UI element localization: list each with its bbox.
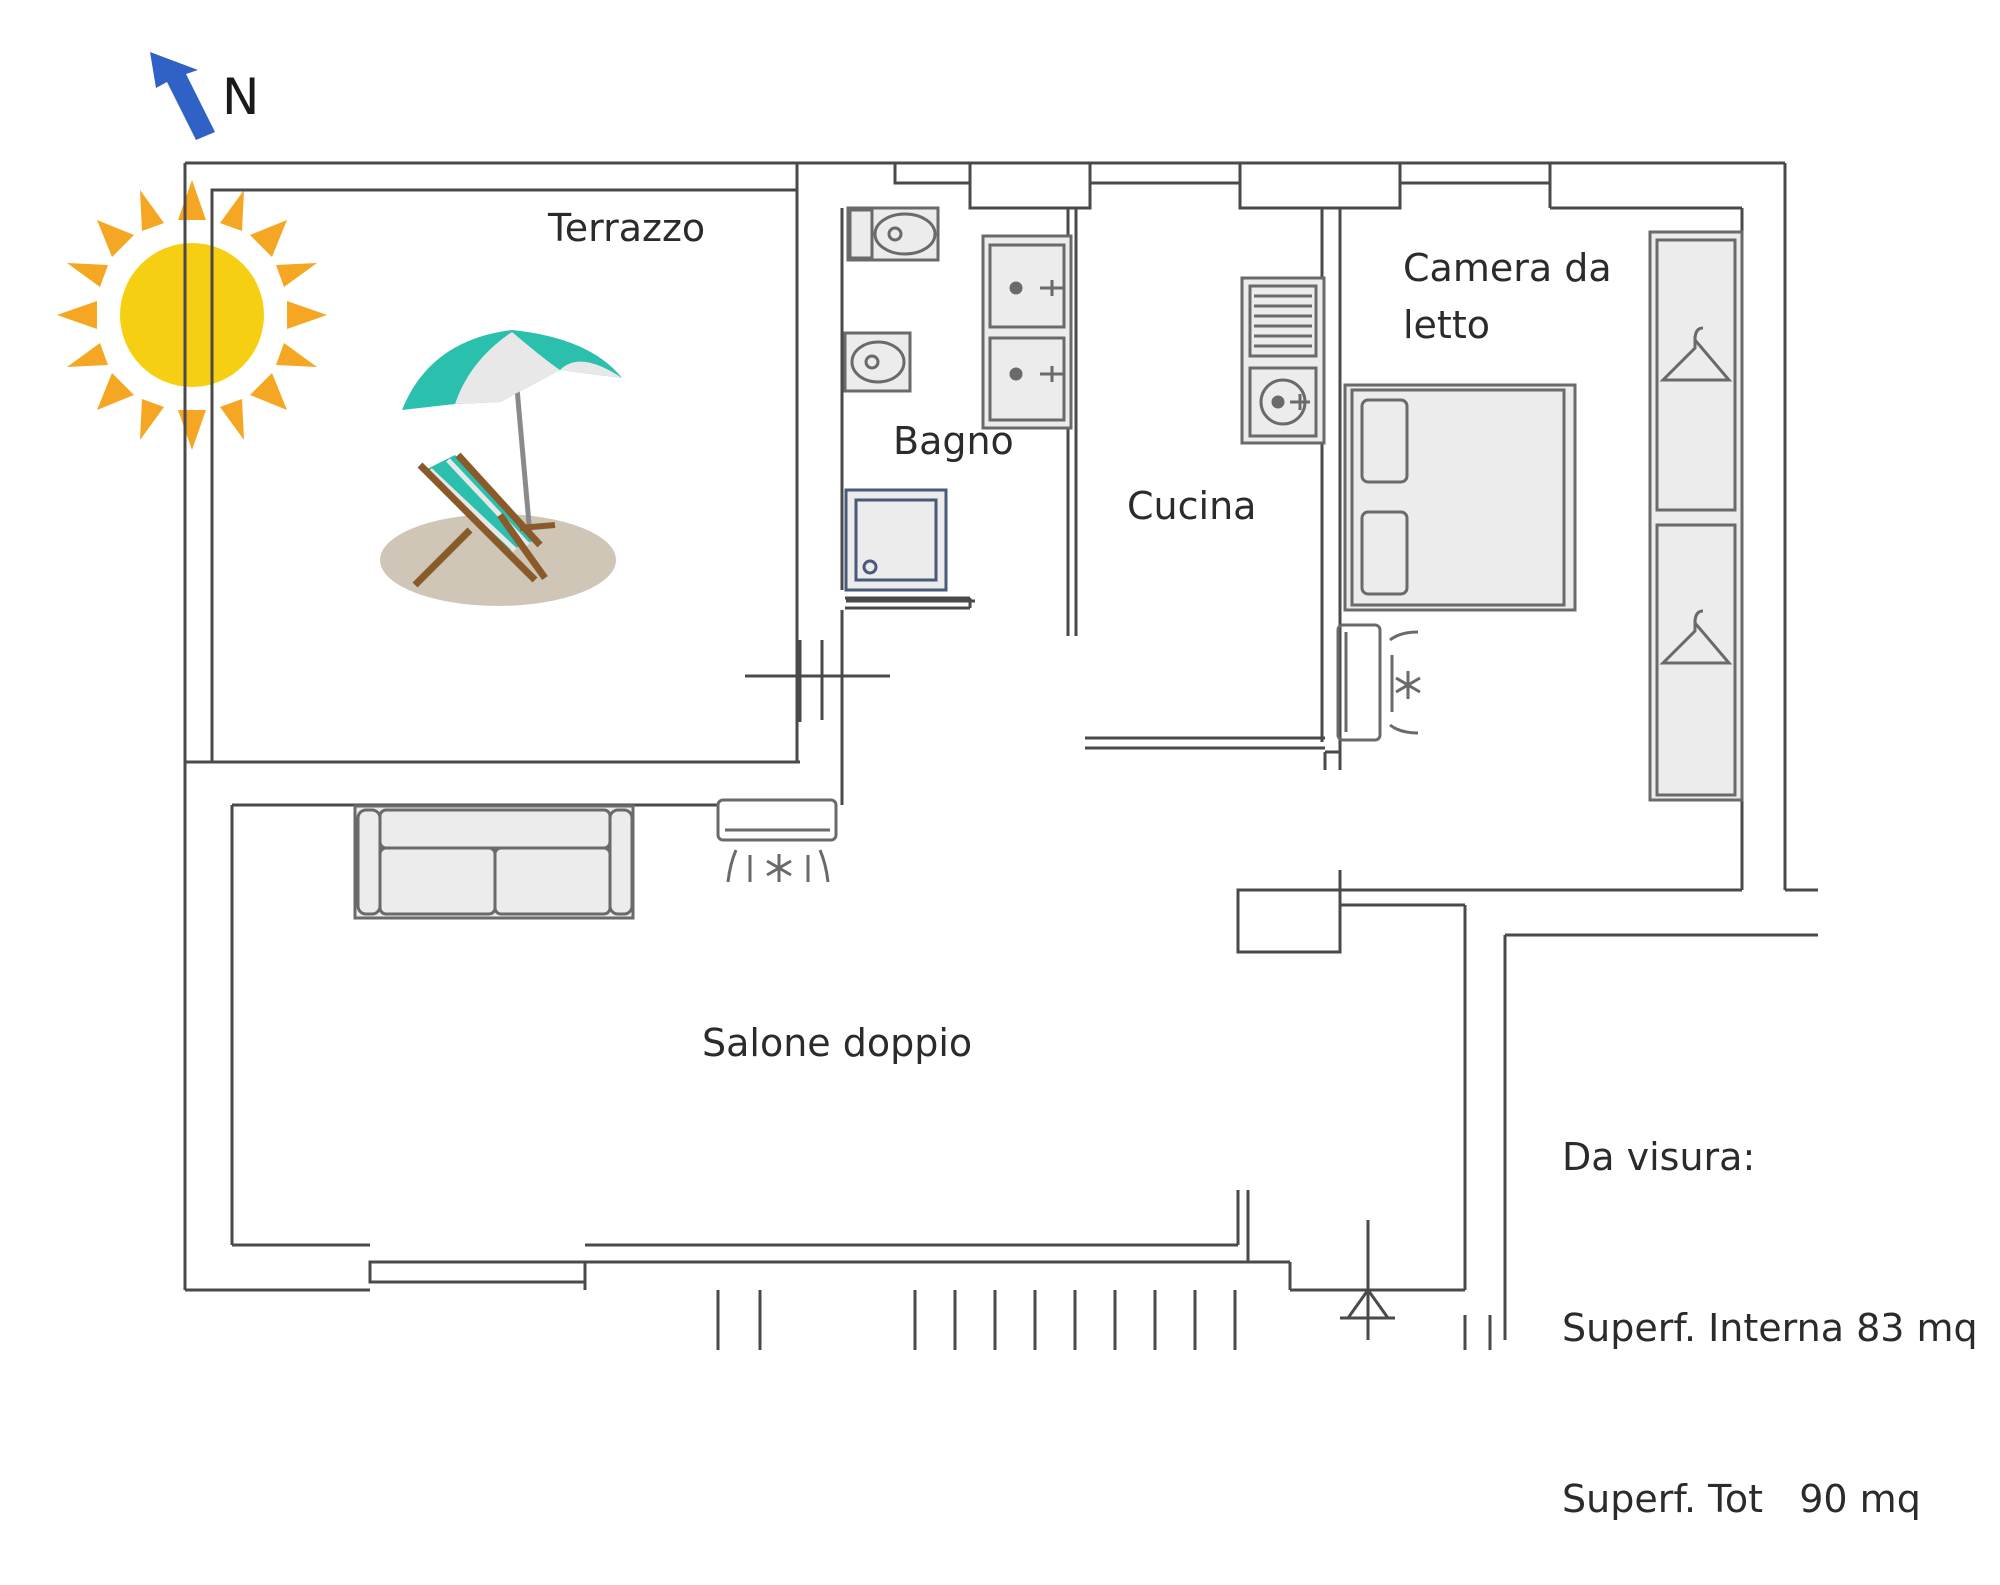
air-conditioner-icon (716, 798, 838, 883)
beach-umbrella-icon (380, 330, 622, 606)
north-arrow-icon (150, 52, 215, 140)
deck-chair-icon (412, 452, 556, 588)
surface-info-internal: Superf. Interna 83 mq (1562, 1306, 1978, 1350)
walls (183, 161, 1818, 1350)
room-label-camera-line1: Camera da (1403, 246, 1612, 290)
room-label-salone: Salone doppio (702, 1021, 973, 1065)
hanger-icon (1659, 326, 1733, 665)
stove-icon (1240, 276, 1326, 445)
north-label: N (222, 68, 260, 126)
floor-plan (57, 52, 1818, 1350)
toilet-icon (846, 206, 940, 262)
wardrobe (1648, 230, 1744, 802)
room-label-camera: Camera da letto (1403, 240, 1612, 354)
surface-info-heading: Da visura: (1562, 1135, 1756, 1179)
room-label-cucina: Cucina (1127, 484, 1257, 528)
air-conditioner-icon (1336, 623, 1421, 742)
sink-icon (981, 234, 1073, 430)
surface-info: Da visura: Superf. Interna 83 mq Superf.… (1562, 1015, 1978, 1585)
room-label-camera-line2: letto (1403, 303, 1490, 347)
room-label-bagno: Bagno (893, 419, 1014, 463)
bed-icon (1343, 383, 1577, 612)
surface-info-total: Superf. Tot 90 mq (1562, 1477, 1921, 1521)
sun-icon (57, 180, 327, 450)
bidet-icon (843, 331, 912, 393)
room-label-terrazzo: Terrazzo (548, 206, 706, 250)
sofa-icon (353, 804, 635, 920)
shower-icon (844, 488, 948, 592)
